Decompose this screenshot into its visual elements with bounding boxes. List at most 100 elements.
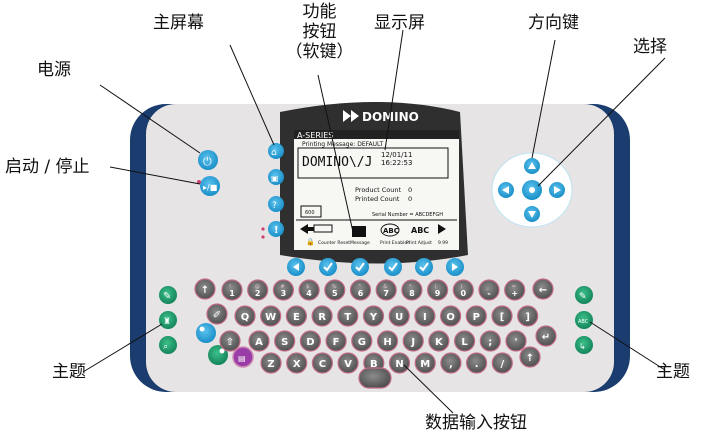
home-screen-button[interactable] bbox=[268, 143, 284, 159]
soft-key-4[interactable] bbox=[384, 258, 402, 276]
key-c[interactable]: C bbox=[311, 352, 333, 374]
key-p[interactable]: P bbox=[465, 305, 487, 327]
search-left-button[interactable] bbox=[159, 336, 177, 354]
soft-key-6[interactable] bbox=[446, 258, 464, 276]
key-,[interactable]: , bbox=[440, 352, 462, 374]
key-8-cap[interactable] bbox=[401, 279, 423, 301]
theme-right-button[interactable] bbox=[575, 311, 593, 329]
key-4-cap[interactable] bbox=[298, 279, 320, 301]
key-g-cap[interactable] bbox=[351, 330, 373, 352]
key-y[interactable]: Y bbox=[362, 305, 385, 327]
alert-button[interactable] bbox=[268, 221, 284, 237]
key-shift-cap[interactable] bbox=[219, 330, 241, 352]
key-t[interactable]: T bbox=[337, 305, 359, 327]
key-caps-lock[interactable]: ↑ bbox=[194, 278, 216, 300]
key-10[interactable]: )0 bbox=[452, 279, 474, 301]
key-5-cap[interactable] bbox=[324, 279, 346, 301]
key-n[interactable]: N bbox=[388, 352, 411, 374]
key-d-cap[interactable] bbox=[299, 330, 321, 352]
lock-button[interactable] bbox=[268, 169, 284, 185]
key-5[interactable]: %5 bbox=[324, 279, 346, 301]
purple-function-button[interactable] bbox=[232, 346, 254, 368]
key-[[interactable]: [ bbox=[491, 305, 513, 327]
key-r-cap[interactable] bbox=[311, 305, 333, 327]
key-]-cap[interactable] bbox=[517, 305, 539, 327]
key-9[interactable]: (9 bbox=[427, 279, 449, 301]
key-e[interactable]: E bbox=[285, 305, 307, 327]
key-a-cap[interactable] bbox=[248, 330, 270, 352]
key-6[interactable]: ^6 bbox=[349, 279, 372, 301]
key-,-cap[interactable] bbox=[440, 352, 462, 374]
key-'-cap[interactable] bbox=[505, 330, 527, 352]
key-w-cap[interactable] bbox=[260, 305, 282, 327]
key-1-cap[interactable] bbox=[221, 279, 243, 301]
key-[-cap[interactable] bbox=[491, 305, 513, 327]
key-l-cap[interactable] bbox=[454, 330, 476, 352]
key-j-cap[interactable] bbox=[402, 330, 424, 352]
key-8[interactable]: *8 bbox=[401, 279, 423, 301]
key-f[interactable]: F bbox=[325, 330, 347, 352]
key-u-cap[interactable] bbox=[388, 305, 410, 327]
edit-button[interactable] bbox=[575, 286, 593, 304]
key-7[interactable]: &7 bbox=[375, 279, 397, 301]
key-g[interactable]: G bbox=[351, 330, 373, 352]
key-edit-cap[interactable] bbox=[206, 303, 228, 325]
key-3-cap[interactable] bbox=[272, 279, 294, 301]
start-stop-button[interactable] bbox=[200, 176, 220, 196]
key-c-cap[interactable] bbox=[311, 352, 333, 374]
space-bar[interactable] bbox=[358, 367, 392, 389]
print-head-button[interactable] bbox=[575, 336, 593, 354]
key-7-cap[interactable] bbox=[375, 279, 397, 301]
key-x[interactable]: X bbox=[286, 352, 308, 374]
key-q-cap[interactable] bbox=[234, 305, 256, 327]
key-i-cap[interactable] bbox=[414, 305, 436, 327]
key-backspace[interactable]: ← bbox=[532, 278, 554, 300]
key-enter-cap[interactable] bbox=[535, 325, 557, 347]
key-j[interactable]: J bbox=[402, 330, 424, 352]
key-enter[interactable]: ↵ bbox=[535, 325, 557, 347]
key-h[interactable]: H bbox=[376, 330, 399, 352]
key-11-cap[interactable] bbox=[478, 279, 500, 301]
key-caps-lock-cap[interactable] bbox=[194, 278, 216, 300]
help-button[interactable] bbox=[268, 196, 284, 212]
key-9-cap[interactable] bbox=[427, 279, 449, 301]
key-q[interactable]: Q bbox=[234, 305, 256, 327]
key-11[interactable]: _- bbox=[478, 279, 500, 301]
key-z[interactable]: Z bbox=[260, 352, 282, 374]
shift-blue-button[interactable] bbox=[196, 323, 216, 343]
key-z-cap[interactable] bbox=[260, 352, 282, 374]
soft-key-5[interactable] bbox=[415, 258, 433, 276]
key-12[interactable]: =+ bbox=[504, 279, 526, 301]
soft-key-1[interactable] bbox=[287, 258, 305, 276]
key-i[interactable]: I bbox=[414, 305, 436, 327]
key-up-cap[interactable] bbox=[519, 346, 541, 368]
key-up[interactable]: ↑ bbox=[519, 346, 541, 368]
key-6-cap[interactable] bbox=[349, 279, 372, 301]
tools-button[interactable] bbox=[159, 286, 177, 304]
key-backspace-cap[interactable] bbox=[532, 278, 554, 300]
soft-key-3[interactable] bbox=[351, 258, 369, 276]
key-1[interactable]: !1 bbox=[221, 279, 243, 301]
key-10-cap[interactable] bbox=[452, 279, 474, 301]
key-o-cap[interactable] bbox=[440, 305, 462, 327]
key-u[interactable]: U bbox=[388, 305, 410, 327]
key-.-cap[interactable] bbox=[466, 352, 488, 374]
key-s-cap[interactable] bbox=[274, 330, 296, 352]
key-12-cap[interactable] bbox=[504, 279, 526, 301]
key-k[interactable]: K bbox=[428, 330, 450, 352]
key-y-cap[interactable] bbox=[362, 305, 385, 327]
power-button[interactable] bbox=[198, 150, 218, 170]
key-shift[interactable]: ⇧ bbox=[219, 330, 241, 352]
key-v-cap[interactable] bbox=[337, 352, 359, 374]
soft-key-2[interactable] bbox=[319, 258, 337, 276]
key-h-cap[interactable] bbox=[376, 330, 399, 352]
key-t-cap[interactable] bbox=[337, 305, 359, 327]
key-edit[interactable]: ✐ bbox=[206, 303, 228, 325]
key-/[interactable]: / bbox=[491, 352, 513, 374]
key-m-cap[interactable] bbox=[414, 352, 436, 374]
key-r[interactable]: R bbox=[311, 305, 333, 327]
key-w[interactable]: W bbox=[260, 305, 282, 327]
key-.[interactable]: . bbox=[466, 352, 488, 374]
key-k-cap[interactable] bbox=[428, 330, 450, 352]
key-s[interactable]: S bbox=[274, 330, 296, 352]
